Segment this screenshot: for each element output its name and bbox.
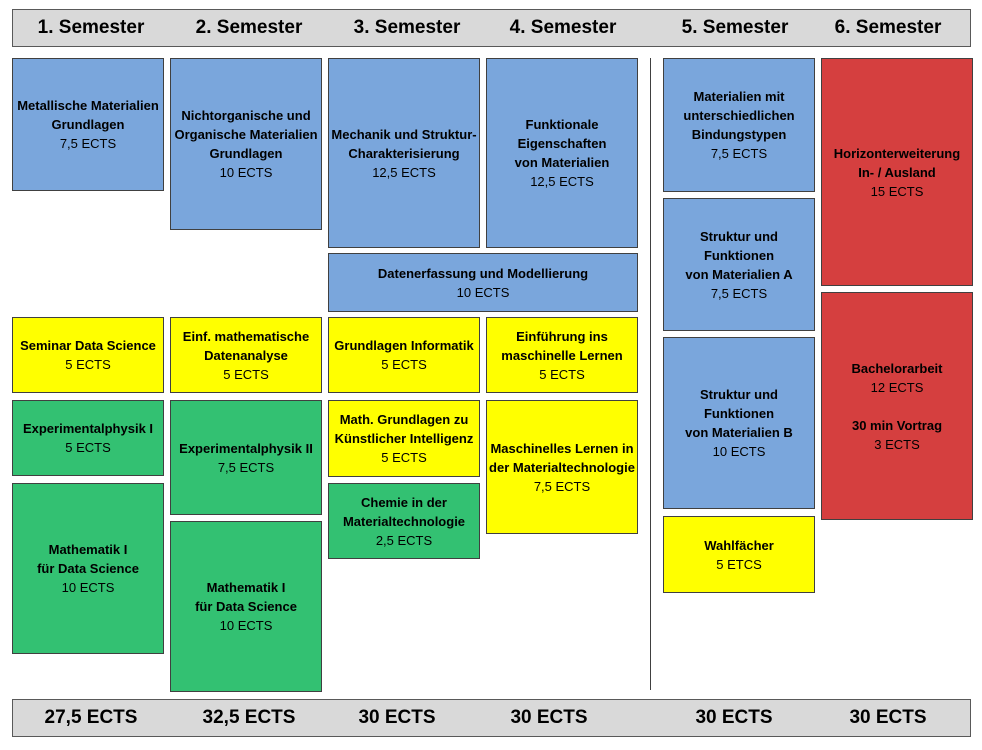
module-title: Nichtorganische und Organische Materiali… [174,108,318,161]
semester-3-total: 30 ECTS [358,707,436,728]
module-einfuehrung-maschinelles-lernen: Einführung ins maschinelle Lernen 5 ECTS [486,317,638,393]
module-wahlfaecher: Wahlfächer 5 ETCS [663,516,815,593]
module-funktionale-eigenschaften: Funktionale Eigenschaften von Materialie… [486,58,638,248]
semester-divider [650,58,651,690]
module-seminar-data-science: Seminar Data Science 5 ECTS [12,317,164,393]
semester-5-total: 30 ECTS [695,707,773,728]
semester-6-header: 6. Semester [834,17,942,38]
module-ects: 7,5 ECTS [217,459,275,475]
module-title: Mathematik I für Data Science [195,580,297,614]
semester-1-header: 1. Semester [37,17,145,38]
module-title: Mechanik und Struktur- Charakterisierung [331,126,477,161]
module-title: Math. Grundlagen zu Künstlicher Intellig… [334,412,474,446]
module-ects: 10 ECTS [219,618,273,633]
module-title: Seminar Data Science [20,338,156,353]
module-title: Grundlagen Informatik [334,338,474,353]
module-ects: 7,5 ECTS [710,285,768,301]
semester-2-total: 32,5 ECTS [202,707,296,728]
module-ects: 15 ECTS [870,183,924,199]
module-maschinelles-lernen-materialtechnologie: Maschinelles Lernen in der Materialtechn… [486,400,638,534]
module-title: Maschinelles Lernen in der Materialtechn… [489,440,635,475]
module-ects: 12,5 ECTS [530,174,594,189]
module-ects: 5 ECTS [65,440,111,455]
module-ects: 5 ECTS [539,366,585,382]
module-title: Experimentalphysik II [179,440,313,456]
module-ects: 5 ECTS [381,450,427,465]
module-experimentalphysik-2: Experimentalphysik II 7,5 ECTS [170,400,322,515]
module-ects: 10 ECTS [456,284,510,300]
module-title: Einf. mathematische Datenanalyse [182,328,310,363]
ects-total-bar: 27,5 ECTS 32,5 ECTS 30 ECTS 30 ECTS 30 E… [12,699,971,737]
module-title: Datenerfassung und Modellierung [377,265,589,281]
module-ects: 7,5 ECTS [710,146,768,161]
module-title: Struktur und Funktionen von Materialien … [685,228,793,282]
semester-3-header: 3. Semester [353,17,461,38]
module-nichtorganische-materialien: Nichtorganische und Organische Materiali… [170,58,322,230]
module-einf-datenanalyse: Einf. mathematische Datenanalyse 5 ECTS [170,317,322,393]
module-title: Bachelorarbeit [851,360,943,376]
module-horizonterweiterung: Horizonterweiterung In- / Ausland 15 ECT… [821,58,973,286]
semester-5-header: 5. Semester [681,17,789,38]
semester-1-total: 27,5 ECTS [44,707,138,728]
module-chemie-materialtechnologie: Chemie in der Materialtechnologie 2,5 EC… [328,483,480,559]
module-ects: 10 ECTS [712,444,766,459]
module-title: Horizonterweiterung In- / Ausland [833,145,961,180]
module-ects: 7,5 ECTS [533,478,591,494]
module-mathematik-1-s1: Mathematik I für Data Science 10 ECTS [12,483,164,654]
module-title: Einführung ins maschinelle Lernen [501,328,623,363]
module-ects: 5 ECTS [65,357,111,372]
semester-4-header: 4. Semester [509,17,617,38]
module-ects: 10 ECTS [219,165,273,180]
module-title: Chemie in der Materialtechnologie [342,494,466,529]
talk-title: 30 min Vortrag [851,417,943,433]
module-bachelorarbeit: Bachelorarbeit 12 ECTS 30 min Vortrag 3 … [821,292,973,520]
semester-2-header: 2. Semester [195,17,303,38]
module-title: Materialien mit unterschiedlichen Bindun… [683,89,795,142]
semester-4-total: 30 ECTS [510,707,588,728]
module-math-grundlagen-ki: Math. Grundlagen zu Künstlicher Intellig… [328,400,480,477]
module-ects: 7,5 ECTS [59,136,117,151]
module-title: Experimentalphysik I [22,421,154,436]
module-struktur-funktionen-a: Struktur und Funktionen von Materialien … [663,198,815,331]
module-datenerfassung-modellierung: Datenerfassung und Modellierung 10 ECTS [328,253,638,312]
module-bindungstypen: Materialien mit unterschiedlichen Bindun… [663,58,815,192]
module-ects: 5 ECTS [223,366,269,382]
module-ects: 12 ECTS [870,379,924,395]
module-ects: 5 ECTS [381,357,427,372]
module-mathematik-1-s2: Mathematik I für Data Science 10 ECTS [170,521,322,692]
semester-header-bar: 1. Semester 2. Semester 3. Semester 4. S… [12,9,971,47]
module-title: Wahlfächer [704,537,774,553]
talk-ects: 3 ECTS [874,436,920,452]
semester-6-total: 30 ECTS [849,707,927,728]
module-title: Struktur und Funktionen von Materialien … [685,387,793,440]
module-ects: 2,5 ECTS [375,532,433,548]
module-ects: 5 ETCS [716,556,762,572]
module-grundlagen-informatik: Grundlagen Informatik 5 ECTS [328,317,480,393]
module-title: Funktionale Eigenschaften von Materialie… [514,117,610,170]
module-metallische-materialien: Metallische Materialien Grundlagen 7,5 E… [12,58,164,191]
module-mechanik-struktur: Mechanik und Struktur- Charakterisierung… [328,58,480,248]
module-title: Metallische Materialien Grundlagen [17,98,159,132]
module-ects: 12,5 ECTS [372,164,436,180]
module-struktur-funktionen-b: Struktur und Funktionen von Materialien … [663,337,815,509]
module-experimentalphysik-1: Experimentalphysik I 5 ECTS [12,400,164,476]
module-ects: 10 ECTS [61,580,115,595]
module-title: Mathematik I für Data Science [37,542,139,576]
